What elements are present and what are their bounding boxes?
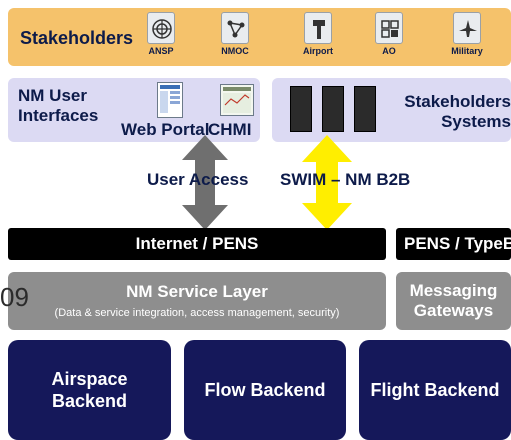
user-access-arrow [182,135,228,230]
server-icon [290,86,312,132]
chmi-screenshot [220,84,254,116]
military-aircraft-icon [453,12,481,44]
stakeholders-systems-line1: Stakeholders [404,92,511,111]
stakeholder-ansp: ANSP [136,12,186,56]
web-portal-screenshot [157,82,183,118]
server-icon [354,86,376,132]
swim-nm-b2b-label: SWIM – NM B2B [280,170,411,189]
pens-typeb-bar: PENS / TypeB [396,228,511,260]
control-tower-icon [304,12,332,44]
chmi-label: CHMI [208,120,252,139]
stakeholder-ao: AO [364,12,414,56]
nm-service-layer: NM Service Layer (Data & service integra… [8,272,386,330]
stakeholders-systems-title: Stakeholders Systems [404,92,511,132]
stakeholder-label: NMOC [221,46,249,56]
airspace-backend-line2: Backend [51,391,128,411]
service-layer-title: NM Service Layer [126,282,268,301]
stakeholder-military: Military [442,12,492,56]
page-number: 09 [0,282,29,312]
swim-arrow [302,135,352,230]
flow-backend: Flow Backend [184,340,346,440]
network-icon [221,12,249,44]
internet-pens-bar: Internet / PENS [8,228,386,260]
messaging-gateways-line2: Gateways [413,301,494,320]
airspace-backend: Airspace Backend [8,340,171,440]
stakeholders-systems-line2: Systems [441,112,511,131]
nm-user-title-line2: Interfaces [18,106,99,125]
stakeholder-airport: Airport [293,12,343,56]
flight-backend: Flight Backend [359,340,511,440]
web-portal-label: Web Portal [121,120,210,139]
messaging-gateways-line1: Messaging [409,281,498,300]
stakeholder-label: AO [382,46,396,56]
user-access-label: User Access [147,170,249,189]
airspace-backend-line1: Airspace [51,369,128,389]
nm-user-interfaces-panel: NM User Interfaces Web Portal CHMI [8,78,260,142]
stakeholder-nmoc: NMOC [210,12,260,56]
stakeholder-label: Military [451,46,483,56]
stakeholder-label: Airport [303,46,333,56]
nm-user-title-line1: NM User [18,86,87,105]
service-layer-subtitle: (Data & service integration, access mana… [54,307,340,319]
messaging-gateways: Messaging Gateways [396,272,511,330]
stakeholders-title: Stakeholders [20,28,134,48]
stakeholders-bar: Stakeholders ANSP NMOC Airport AO Milita… [8,8,511,66]
nm-user-interfaces-title: NM User Interfaces [18,86,98,126]
stakeholders-systems-panel: Stakeholders Systems [272,78,511,142]
server-icon [322,86,344,132]
radar-icon [147,12,175,44]
stakeholder-label: ANSP [148,46,174,56]
operator-icon [375,12,403,44]
